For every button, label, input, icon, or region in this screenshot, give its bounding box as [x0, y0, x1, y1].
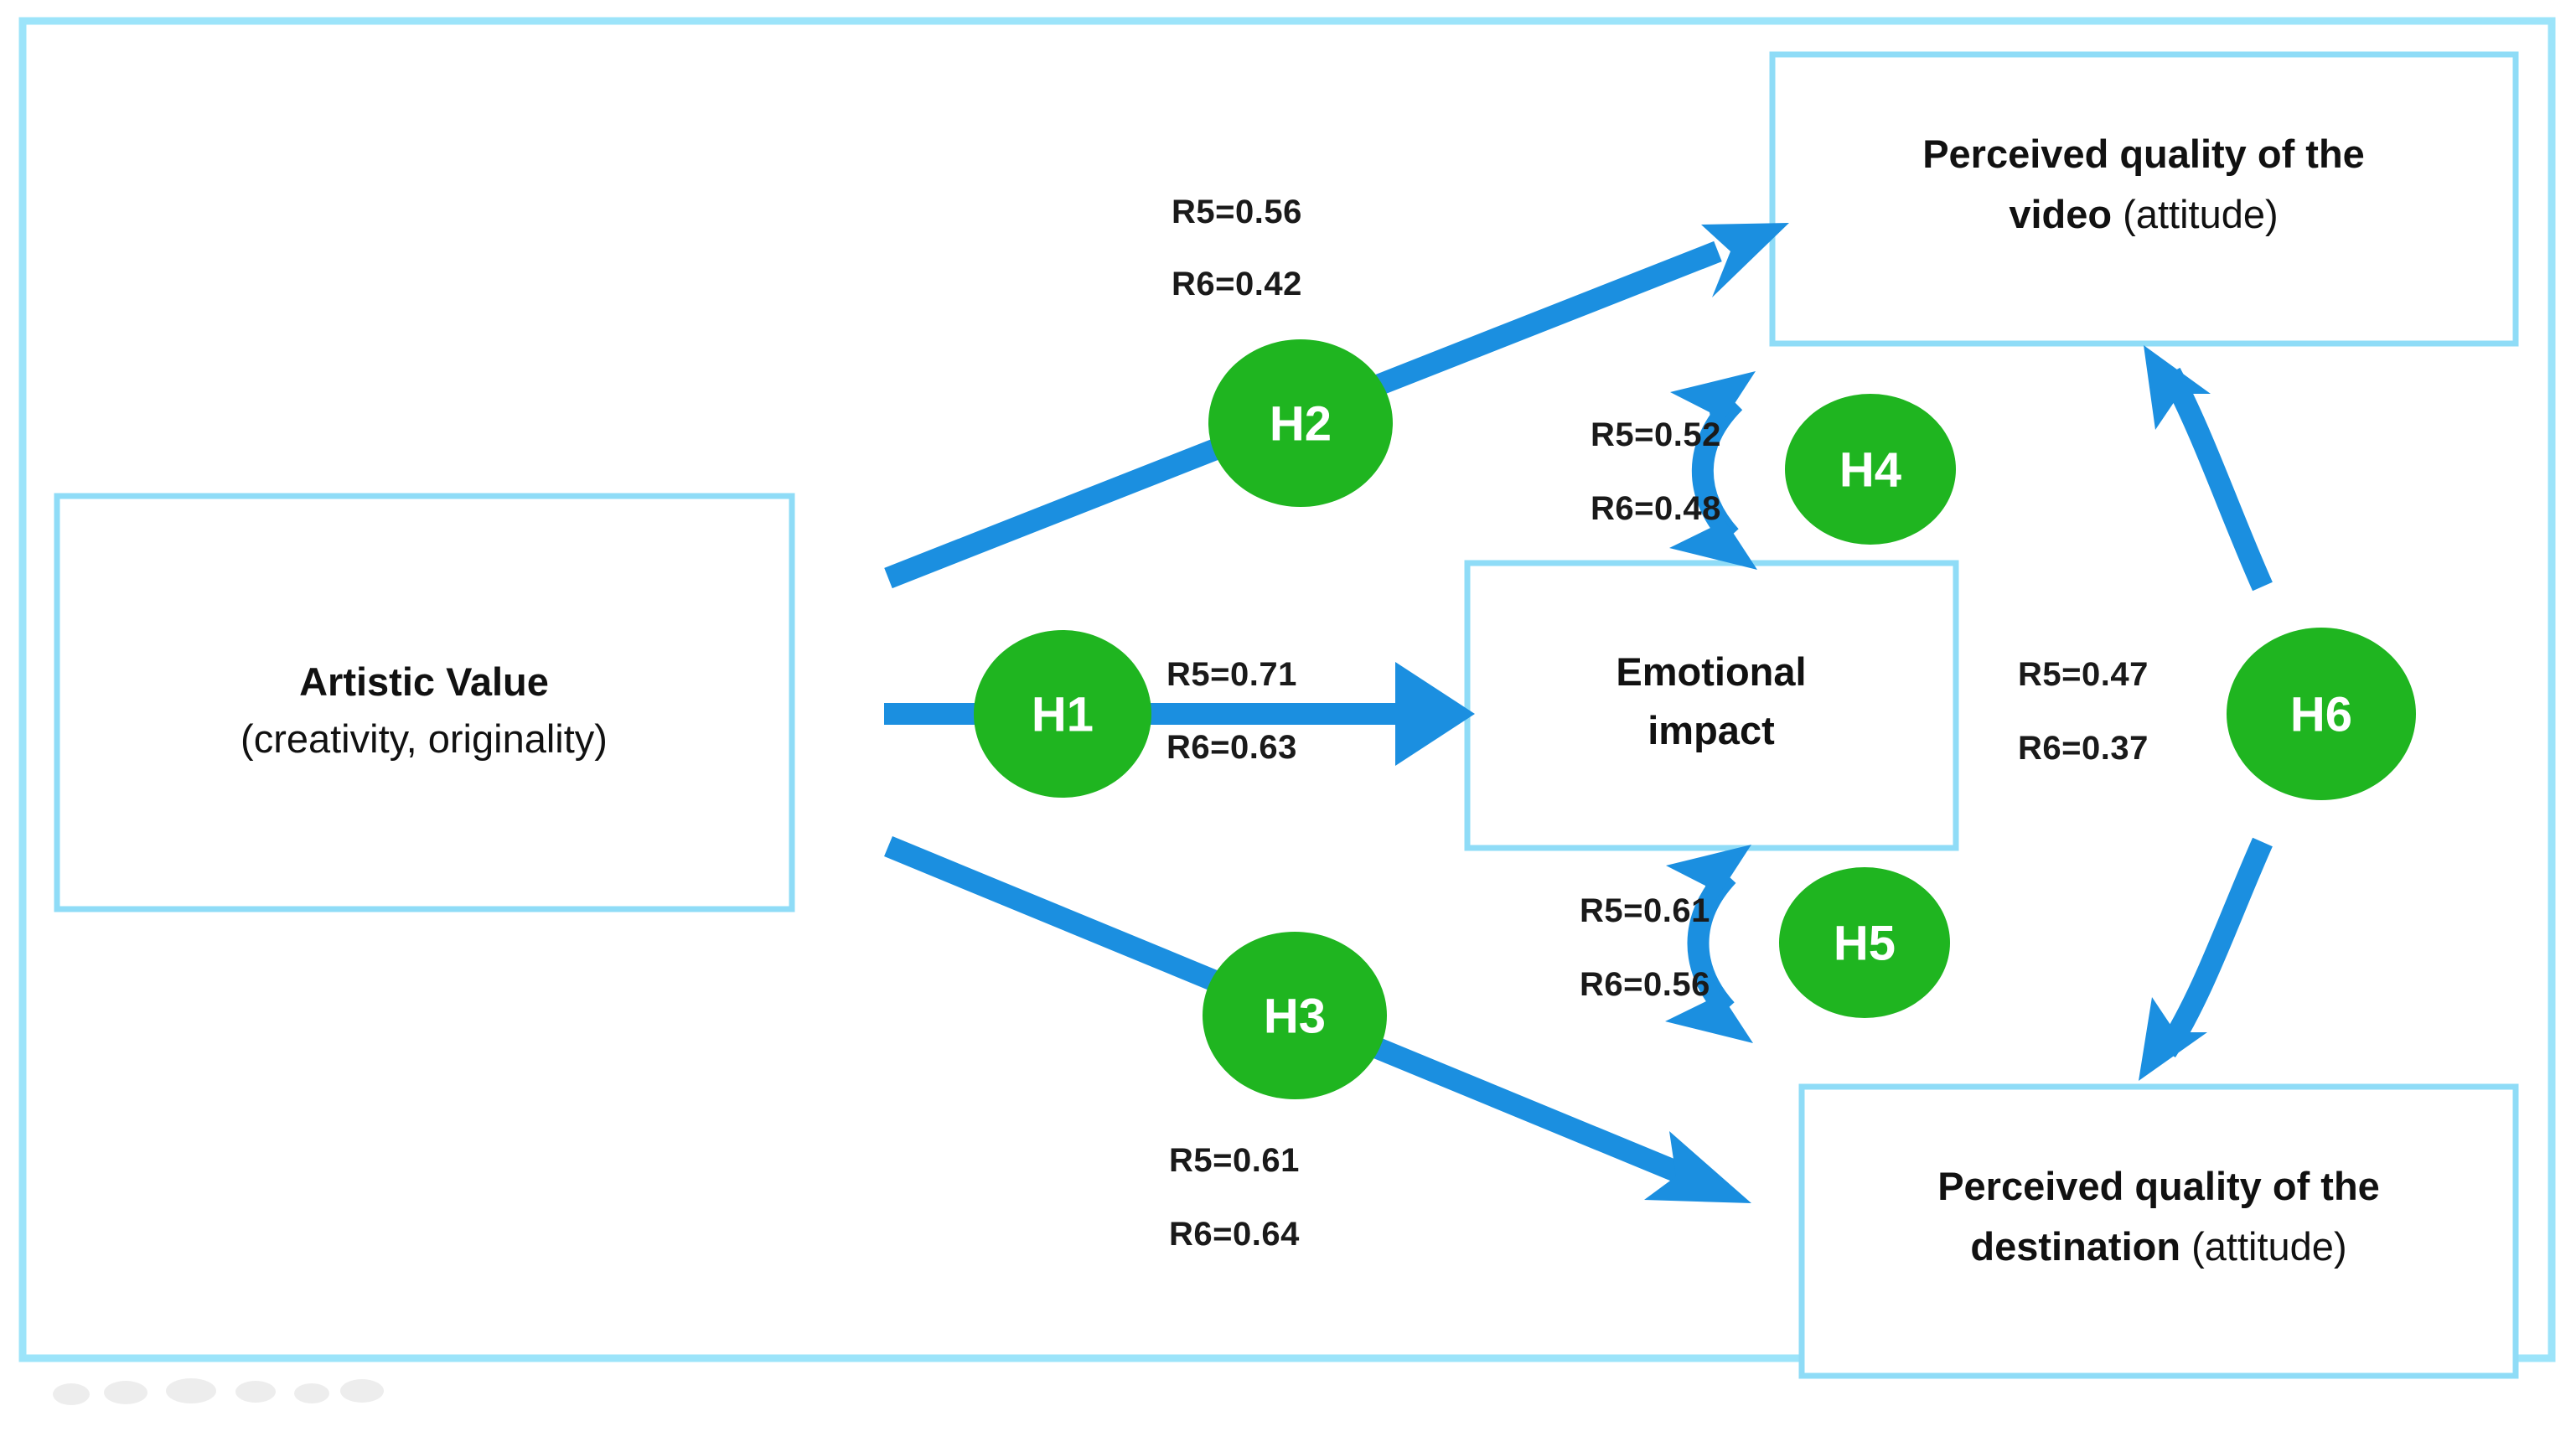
hypothesis-h5-circle[interactable] — [1779, 867, 1950, 1018]
box-perceived-quality-video-line2-reg: (attitude) — [2112, 192, 2279, 236]
coefficient-h5-r6: R6=0.56 — [1580, 966, 1710, 1003]
hypothesis-node-h6[interactable]: H6 — [2227, 628, 2416, 800]
hypothesis-node-h1[interactable]: H1 — [974, 630, 1151, 798]
box-perceived-quality-destination-line2-reg: (attitude) — [2180, 1224, 2347, 1269]
coefficients-h5: R5=0.61 R6=0.56 — [1580, 892, 1710, 1003]
box-artistic-value-title: Artistic Value — [299, 659, 549, 704]
hypothesis-h3-circle[interactable] — [1203, 932, 1387, 1099]
coefficient-h4-r6: R6=0.48 — [1591, 490, 1721, 527]
arrow-h2-head — [1701, 223, 1789, 297]
hypothesis-node-h4[interactable]: H4 — [1785, 394, 1956, 545]
hypothesis-node-h2[interactable]: H2 — [1208, 339, 1393, 507]
box-perceived-quality-destination-line2: destination (attitude) — [1970, 1224, 2346, 1269]
hypothesis-h1-circle[interactable] — [974, 630, 1151, 798]
hypothesis-h6-circle[interactable] — [2227, 628, 2416, 800]
hypothesis-node-h3[interactable]: H3 — [1203, 932, 1387, 1099]
coefficient-h6-r6: R6=0.37 — [2018, 730, 2149, 767]
arrow-h4-double — [1669, 371, 1757, 570]
arrow-h6-upper-shaft — [2160, 367, 2273, 592]
arrow-h4-head-bottom — [1669, 504, 1757, 570]
hypothesis-h3-label: H3 — [1264, 989, 1326, 1043]
hypothesis-h5-label: H5 — [1834, 916, 1896, 970]
coefficient-h1-r5: R5=0.71 — [1166, 656, 1297, 693]
hypothesis-h6-label: H6 — [2290, 687, 2352, 742]
hypothesis-h1-label: H1 — [1032, 687, 1094, 742]
box-emotional-impact: Emotional impact — [1464, 560, 1959, 851]
arrow-h5-head-top — [1666, 845, 1751, 909]
arrow-h1-head — [1395, 662, 1475, 766]
box-perceived-quality-destination: Perceived quality of the destination (at… — [1798, 1083, 2519, 1379]
box-artistic-value: Artistic Value (creativity, originality) — [54, 493, 795, 912]
box-perceived-quality-destination-rect — [1798, 1083, 2519, 1379]
hypothesis-h4-circle[interactable] — [1785, 394, 1956, 545]
arrow-h6-upper-head — [2144, 345, 2211, 430]
box-emotional-impact-rect — [1464, 560, 1959, 851]
coefficients-h1: R5=0.71 R6=0.63 — [1166, 656, 1297, 766]
arrow-h6-lower-shaft — [2157, 837, 2273, 1058]
coefficient-h3-r6: R6=0.64 — [1169, 1216, 1300, 1253]
arrow-h6-lower-head — [2139, 997, 2207, 1081]
hypothesis-h2-circle[interactable] — [1208, 339, 1393, 507]
box-emotional-impact-line2: impact — [1648, 708, 1775, 752]
box-perceived-quality-video-line2-bold: video — [2009, 192, 2112, 236]
coefficient-h4-r5: R5=0.52 — [1591, 416, 1721, 453]
arrow-h6-upper — [2144, 345, 2273, 592]
scan-noise-artifacts — [53, 1378, 384, 1405]
arrow-h4-head-top — [1670, 371, 1756, 436]
coefficient-h6-r5: R5=0.47 — [2018, 656, 2149, 693]
arrow-h5-double — [1665, 845, 1753, 1043]
arrow-h6-lower — [2139, 837, 2273, 1081]
arrow-h5-head-bottom — [1665, 978, 1753, 1043]
coefficient-h3-r5: R5=0.61 — [1169, 1142, 1300, 1179]
coefficient-h5-r5: R5=0.61 — [1580, 892, 1710, 929]
box-perceived-quality-destination-line2-bold: destination — [1970, 1224, 2180, 1269]
coefficient-h2-r6: R6=0.42 — [1172, 266, 1302, 302]
coefficients-h3: R5=0.61 R6=0.64 — [1169, 1142, 1300, 1253]
hypothesis-h2-label: H2 — [1270, 396, 1332, 451]
coefficients-h4: R5=0.52 R6=0.48 — [1591, 416, 1721, 527]
hypothesis-h4-label: H4 — [1839, 442, 1901, 497]
coefficients-h6: R5=0.47 R6=0.37 — [2018, 656, 2149, 767]
box-artistic-value-rect — [54, 493, 795, 912]
coefficient-h1-r6: R6=0.63 — [1166, 729, 1297, 766]
outer-frame — [18, 17, 2556, 1362]
box-emotional-impact-line1: Emotional — [1616, 649, 1806, 694]
box-perceived-quality-video-line1: Perceived quality of the — [1922, 132, 2365, 176]
coefficient-h2-r5: R5=0.56 — [1172, 194, 1302, 230]
box-perceived-quality-destination-line1: Perceived quality of the — [1937, 1164, 2380, 1208]
box-perceived-quality-video-rect — [1769, 51, 2519, 347]
hypothesis-node-h5[interactable]: H5 — [1779, 867, 1950, 1018]
coefficients-h2: R5=0.56 R6=0.42 — [1172, 194, 1302, 302]
box-artistic-value-subtitle: (creativity, originality) — [241, 716, 608, 761]
box-perceived-quality-video-line2: video (attitude) — [2009, 192, 2278, 236]
arrow-h3-head — [1644, 1131, 1751, 1203]
box-perceived-quality-video: Perceived quality of the video (attitude… — [1769, 51, 2519, 347]
